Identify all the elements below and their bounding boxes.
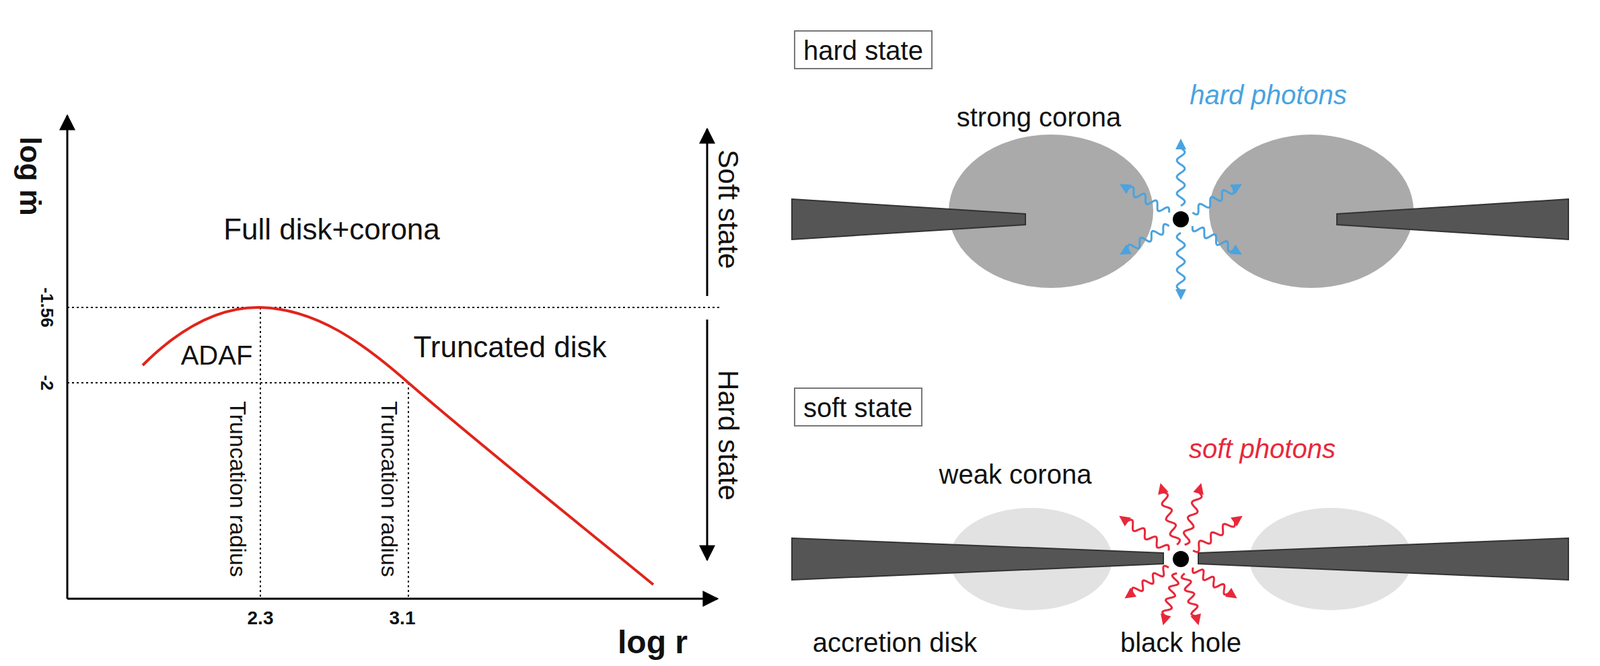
region-label: Full disk+corona	[223, 213, 441, 246]
disk-wedge	[791, 199, 1026, 240]
photon-arrowhead	[1229, 244, 1243, 256]
part-label: hard photons	[1189, 80, 1348, 110]
part-label: soft photons	[1188, 433, 1336, 464]
guide-label: Truncation radius	[224, 401, 250, 577]
guide-lines	[67, 307, 720, 599]
photon-arrowhead	[1175, 289, 1187, 301]
photon-wave	[1192, 521, 1236, 553]
photon-arrowhead	[1192, 483, 1204, 496]
photon-arrowhead	[1118, 516, 1132, 527]
disk-wedge	[791, 538, 1164, 580]
photon-arrowhead	[1230, 516, 1243, 527]
box-title: soft state	[803, 392, 913, 423]
part-label: weak corona	[939, 459, 1093, 490]
state-box: soft state	[793, 387, 923, 427]
box-title: hard state	[803, 35, 924, 66]
photon-arrowhead	[1229, 184, 1243, 195]
photon-arrowhead	[1190, 613, 1202, 626]
state-box: hard state	[793, 30, 933, 70]
black-hole	[1172, 551, 1189, 568]
photon-arrowhead	[1225, 588, 1238, 599]
soft-state-arrow	[706, 129, 709, 297]
y-axis	[66, 115, 69, 599]
part-label: black hole	[1120, 627, 1242, 658]
tick-label: -1.56	[37, 287, 58, 327]
region-label: Truncated disk	[413, 331, 607, 364]
photon-wave	[1162, 573, 1179, 617]
region-label: ADAF	[180, 340, 253, 371]
photon-wave	[1192, 567, 1230, 595]
guide-label: Truncation radius	[376, 401, 402, 577]
photon-wave	[1192, 189, 1234, 215]
photon-wave	[1127, 187, 1170, 213]
tick-label: 2.3	[247, 608, 274, 630]
photon-wave	[1161, 492, 1181, 545]
photon-arrowhead	[1119, 184, 1132, 195]
axis-label: log ṁ	[14, 136, 47, 216]
photon-wave	[1192, 226, 1234, 252]
photon-arrowhead	[1175, 138, 1187, 150]
part-label: accretion disk	[812, 627, 978, 658]
photon-wave	[1181, 573, 1198, 617]
tick-label: 3.1	[389, 608, 416, 630]
axis-label: log r	[617, 625, 688, 661]
photon-wave	[1127, 224, 1170, 250]
photon-wave	[1183, 492, 1202, 545]
hard-photon-arrows	[1119, 138, 1243, 301]
photon-arrowhead	[1160, 613, 1171, 626]
photon-wave	[1176, 232, 1185, 291]
black-hole	[1172, 211, 1189, 228]
disk-wedge	[1198, 538, 1569, 580]
disk-wedge	[1336, 199, 1569, 240]
hard-state-arrow	[706, 319, 709, 560]
photon-wave	[1126, 520, 1170, 552]
photon-wave	[1132, 565, 1170, 593]
state-label: Hard state	[712, 370, 744, 501]
soft-photon-arrows	[1118, 483, 1243, 626]
part-label: strong corona	[956, 102, 1122, 132]
photon-arrowhead	[1157, 483, 1169, 496]
photon-arrowhead	[1124, 588, 1137, 599]
x-axis	[67, 598, 718, 601]
photon-wave	[1176, 148, 1185, 206]
state-label: Soft state	[712, 149, 744, 269]
tick-label: -2	[37, 374, 58, 391]
photon-arrowhead	[1119, 244, 1132, 256]
truncation-curve	[142, 307, 654, 585]
